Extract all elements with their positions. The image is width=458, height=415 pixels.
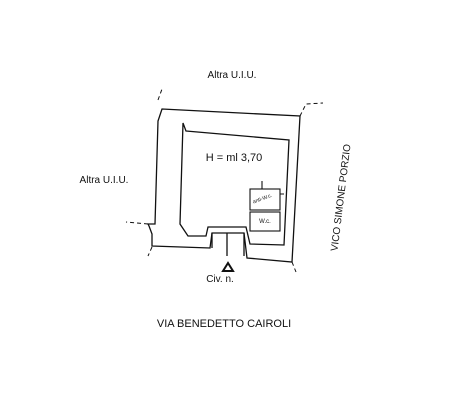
street-label-right: VICO SIMONE PORZIO xyxy=(329,143,353,252)
dashed-line-left xyxy=(125,221,149,225)
height-label: H = ml 3,70 xyxy=(206,152,263,164)
antiwc-room xyxy=(249,188,281,211)
neighbor-label-top: Altra U.I.U. xyxy=(208,70,257,81)
civic-number-label: Civ. n. xyxy=(206,274,234,285)
dashed-line-top-left xyxy=(157,88,163,101)
entrance-triangle-icon xyxy=(221,261,235,272)
service-rooms xyxy=(249,181,284,232)
neighbor-label-left: Altra U.I.U. xyxy=(80,175,129,186)
street-label-bottom: VIA BENEDETTO CAIROLI xyxy=(157,318,291,330)
dashed-line-top-right xyxy=(299,102,324,117)
boundary-dashes xyxy=(125,88,324,273)
antiwc-doorway xyxy=(261,181,284,195)
dashed-line-bottom-left xyxy=(147,246,153,257)
dashed-line-bottom-right xyxy=(291,261,297,273)
outer-wall-outline xyxy=(146,108,301,263)
inner-wall-outline xyxy=(179,122,290,246)
entrance-opening xyxy=(211,233,245,256)
wc-label: W.c. xyxy=(259,219,271,225)
antiwc-label: anti-W.c. xyxy=(252,193,273,206)
outer-walls xyxy=(146,108,301,263)
wc-room xyxy=(249,211,281,232)
